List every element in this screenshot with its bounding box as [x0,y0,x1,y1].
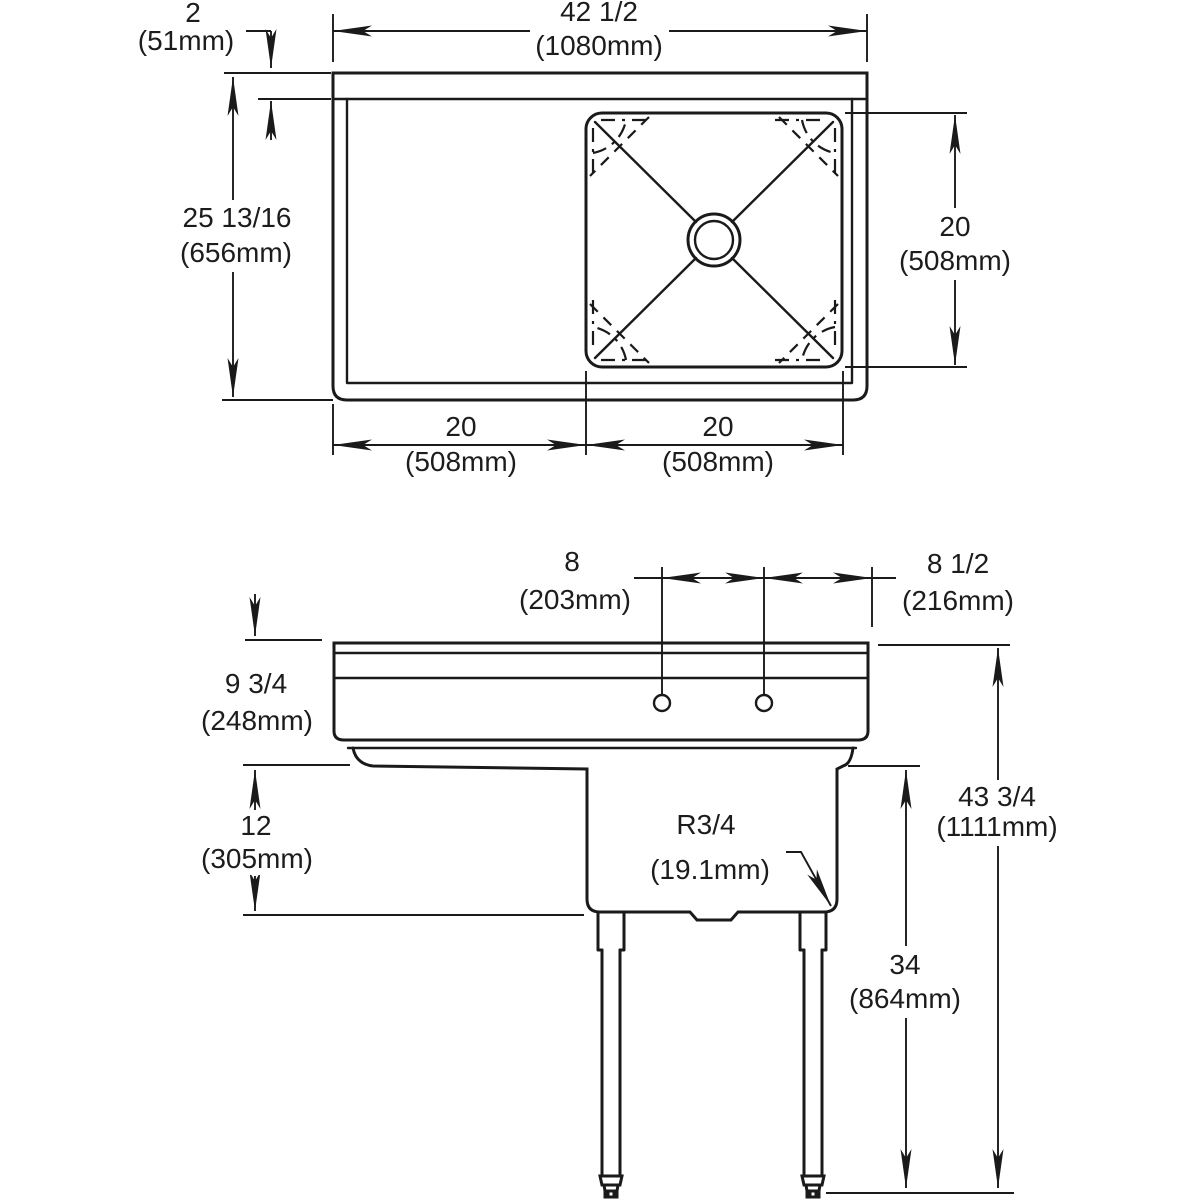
dim-bowl-front-to-back-in: 20 [935,211,975,243]
dim-rear-ledge-mm: (51mm) [133,25,239,57]
front-view-dimensions [243,567,1014,1194]
dim-bowl-width-mm: (508mm) [657,446,779,478]
dim-overall-width-in: 42 1/2 [556,0,642,28]
dim-faucet-spacing-in: 8 [560,546,584,578]
bowl-profile-front [351,746,855,922]
radius-leader [786,851,832,907]
dim-overall-height-mm: (1111mm) [932,811,1062,843]
dim-faucet-offset-in: 8 1/2 [922,548,994,580]
drain-outer [686,212,742,268]
top-view [222,14,967,455]
dim-corner-radius-mm: (19.1mm) [646,854,774,886]
bowl-corner-details [589,116,839,364]
right-leg [798,910,828,1199]
dim-bowl-depth-mm: (305mm) [196,843,318,875]
faucet-hole-right [754,693,774,713]
dim-overall-width-mm: (1080mm) [531,30,667,62]
dim-overall-height-in: 43 3/4 [954,781,1040,813]
dim-front-to-back-in: 25 13/16 [178,202,296,234]
dim-drainboard-width-in: 20 [441,411,481,443]
dim-faucet-offset-mm: (216mm) [897,585,1019,617]
dim-bowl-width-in: 20 [698,411,738,443]
top-view-dimensions [222,14,967,455]
dim-front-to-back-mm: (656mm) [175,237,297,269]
dim-corner-radius-in: R3/4 [672,809,740,841]
bowl-cross-brace [593,120,835,360]
dim-drainboard-width-mm: (508mm) [400,446,522,478]
front-view [243,567,1014,1199]
dim-underside-height-mm: (864mm) [844,983,966,1015]
dim-rear-ledge-in: 2 [181,0,205,29]
deck-outline-front [332,641,870,742]
dim-bowl-depth-in: 12 [236,810,276,842]
faucet-hole-left [652,693,672,713]
dim-faucet-spacing-mm: (203mm) [514,584,636,616]
dim-bowl-front-to-back-mm: (508mm) [894,245,1016,277]
left-leg [596,910,626,1199]
inner-basin-outline [345,97,854,385]
sink-outline-top [331,71,869,402]
dim-splash-height-mm: (248mm) [196,705,318,737]
sink-bowl-top [584,111,844,369]
dim-splash-height-in: 9 3/4 [220,668,292,700]
drain-inner [693,219,735,261]
dim-underside-height-in: 34 [885,949,925,981]
